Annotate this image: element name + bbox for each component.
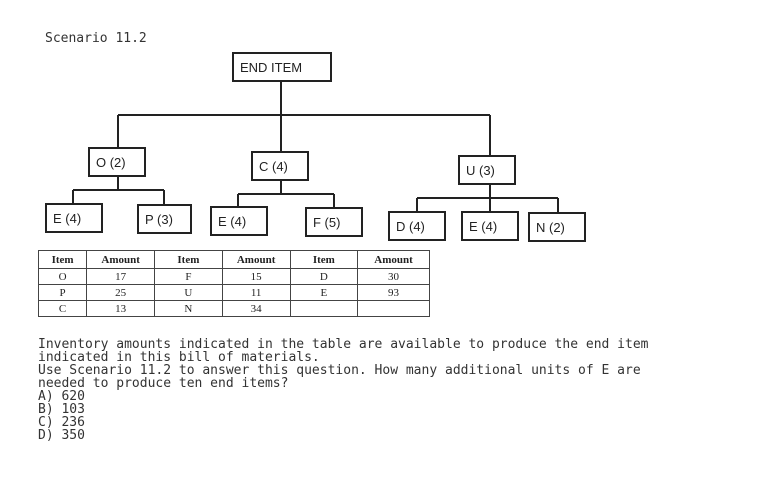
node-u-n: N (2) bbox=[528, 212, 586, 242]
node-c-e: E (4) bbox=[210, 206, 268, 236]
table-cell: F bbox=[154, 268, 223, 285]
table-cell: N bbox=[154, 300, 223, 317]
col-header: Amount bbox=[357, 250, 430, 269]
table-cell: 34 bbox=[221, 300, 291, 317]
node-c: C (4) bbox=[251, 151, 309, 181]
col-header: Item bbox=[154, 250, 223, 269]
question-text-line: needed to produce ten end items? bbox=[38, 376, 289, 391]
question-text-line: Use Scenario 11.2 to answer this questio… bbox=[38, 363, 641, 378]
table-cell: O bbox=[37, 268, 88, 285]
node-c-f: F (5) bbox=[305, 207, 363, 237]
col-header: Amount bbox=[86, 250, 156, 269]
col-header: Item bbox=[289, 250, 359, 269]
inventory-table: Item Amount Item Amount Item Amount O 17… bbox=[37, 250, 430, 317]
table-cell bbox=[289, 300, 359, 317]
table-cell: 13 bbox=[86, 300, 156, 317]
table-cell: 30 bbox=[357, 268, 430, 285]
table-cell: C bbox=[37, 300, 88, 317]
table-cell: 15 bbox=[221, 268, 291, 285]
node-u-d: D (4) bbox=[388, 211, 446, 241]
col-header: Amount bbox=[221, 250, 291, 269]
table-cell: 17 bbox=[86, 268, 156, 285]
node-u: U (3) bbox=[458, 155, 516, 185]
question-block: Inventory amounts indicated in the table… bbox=[38, 338, 758, 442]
option-d[interactable]: D) 350 bbox=[38, 428, 85, 443]
table-cell: 11 bbox=[221, 284, 291, 301]
node-o: O (2) bbox=[88, 147, 146, 177]
table-row: O 17 F 15 D 30 bbox=[37, 268, 430, 285]
table-cell: D bbox=[289, 268, 359, 285]
question-text-line: indicated in this bill of materials. bbox=[38, 350, 320, 365]
table-cell: E bbox=[289, 284, 359, 301]
option-b[interactable]: B) 103 bbox=[38, 402, 85, 417]
node-end-item: END ITEM bbox=[232, 52, 332, 82]
node-o-p: P (3) bbox=[137, 204, 192, 234]
option-a[interactable]: A) 620 bbox=[38, 389, 85, 404]
table-cell: P bbox=[37, 284, 88, 301]
question-text-line: Inventory amounts indicated in the table… bbox=[38, 337, 649, 352]
node-u-e: E (4) bbox=[461, 211, 519, 241]
table-cell: 93 bbox=[357, 284, 430, 301]
table-row: C 13 N 34 bbox=[37, 300, 430, 317]
scenario-label: Scenario 11.2 bbox=[45, 31, 147, 46]
table-row: P 25 U 11 E 93 bbox=[37, 284, 430, 301]
table-header-row: Item Amount Item Amount Item Amount bbox=[37, 250, 430, 269]
bom-connectors bbox=[72, 82, 559, 213]
option-c[interactable]: C) 236 bbox=[38, 415, 85, 430]
table-cell: 25 bbox=[86, 284, 156, 301]
node-o-e: E (4) bbox=[45, 203, 103, 233]
table-cell: U bbox=[154, 284, 223, 301]
col-header: Item bbox=[37, 250, 88, 269]
answer-options: A) 620 B) 103 C) 236 D) 350 bbox=[38, 390, 758, 442]
table-cell bbox=[357, 300, 430, 317]
